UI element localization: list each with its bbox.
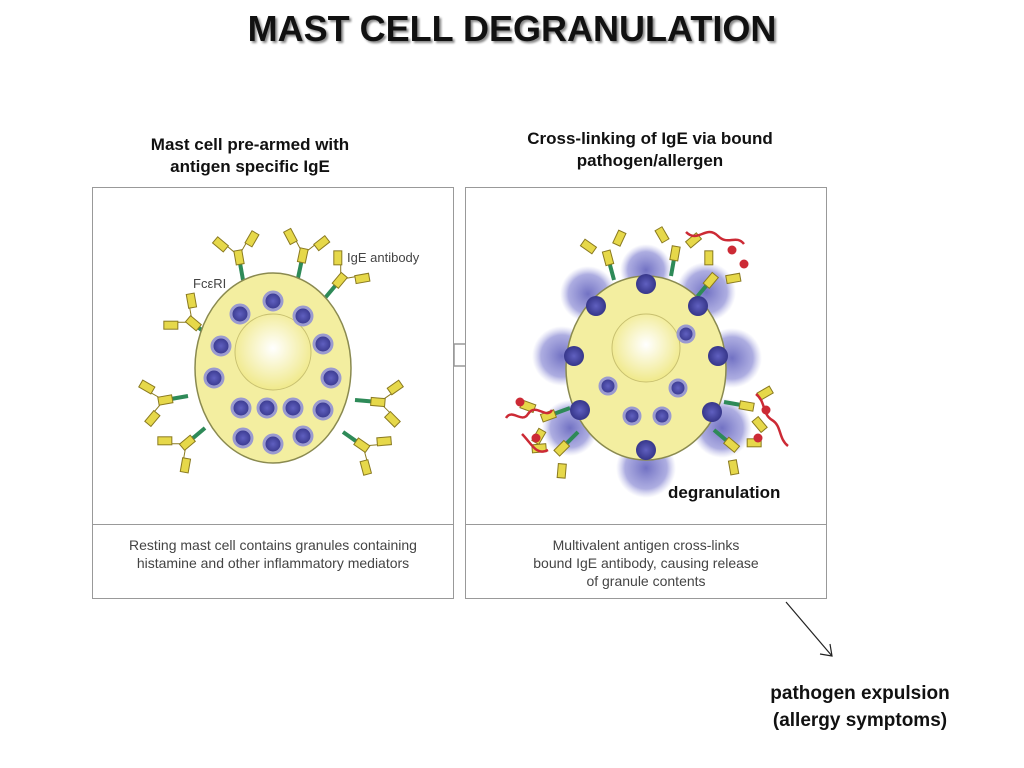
page-title: MAST CELL DEGRANULATION (247, 8, 777, 49)
outcome-text: pathogen expulsion (allergy symptoms) (740, 680, 980, 734)
left-description-line2: histamine and other inflammatory mediato… (136, 555, 410, 571)
ige-antibody-label: IgE antibody (347, 250, 420, 265)
nucleus (611, 313, 681, 383)
resting-mast-cell-illustration: FcεRI IgE antibody (135, 225, 420, 481)
right-caption-line1: Cross-linking of IgE via bound (527, 129, 773, 148)
granules (203, 290, 342, 455)
fceri-label: FcεRI (193, 276, 226, 291)
degranulation-panel: Multivalent antigen cross-links bound Ig… (465, 187, 827, 599)
panel-divider (466, 524, 826, 525)
outcome-line2: (allergy symptoms) (772, 710, 948, 731)
right-description-line3: of granule contents (586, 573, 706, 589)
left-caption: Mast cell pre-armed with antigen specifi… (120, 134, 380, 178)
right-caption: Cross-linking of IgE via bound pathogen/… (490, 128, 810, 172)
nucleus (234, 313, 312, 391)
panel-divider (93, 524, 453, 525)
membrane-granules (564, 274, 728, 460)
left-description-line1: Resting mast cell contains granules cont… (129, 537, 417, 553)
left-panel-description: Resting mast cell contains granules cont… (93, 536, 453, 572)
degranulation-label: degranulation (668, 483, 781, 502)
right-panel-description: Multivalent antigen cross-links bound Ig… (466, 536, 826, 590)
left-caption-line2: antigen specific IgE (170, 157, 330, 176)
left-caption-line1: Mast cell pre-armed with (150, 135, 350, 154)
antigen-dots (515, 245, 771, 443)
outcome-arrow-icon (785, 601, 833, 657)
right-caption-line2: pathogen/allergen (576, 151, 724, 170)
resting-mast-cell-panel: FcεRI IgE antibody Resting mast cell con… (92, 187, 454, 599)
internal-granules (598, 324, 696, 426)
right-description-line2: bound IgE antibody, causing release (533, 555, 759, 571)
outcome-line1: pathogen expulsion (770, 683, 950, 704)
degranulating-mast-cell-illustration (504, 223, 789, 498)
right-description-line1: Multivalent antigen cross-links (552, 537, 740, 553)
pathogen-allergen (504, 230, 789, 453)
